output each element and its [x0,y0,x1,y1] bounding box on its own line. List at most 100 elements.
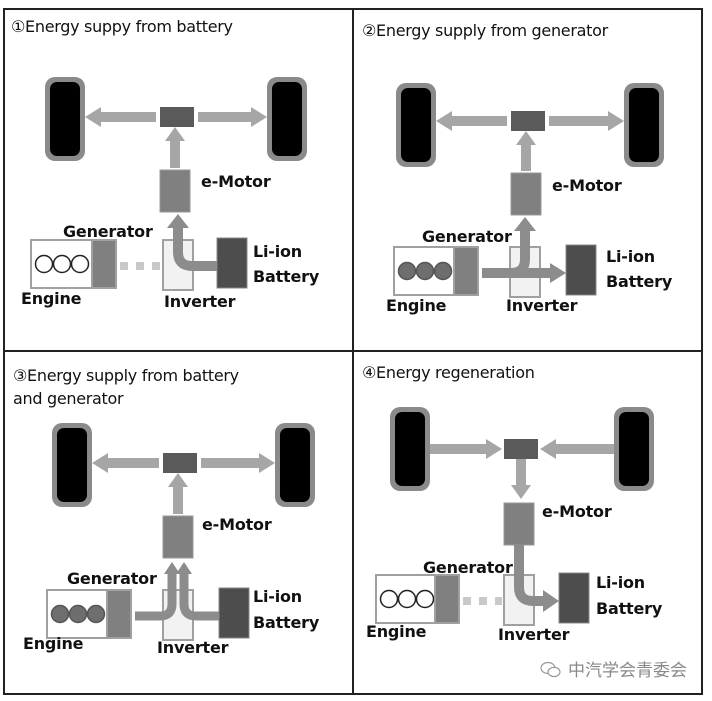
differential-box [163,453,197,473]
generator-box [106,589,132,639]
engine-cylinder-icon [415,261,435,281]
left-wheel [390,407,430,491]
panel-energy-regeneration: ④Energy regeneration e-Motor Generator L… [356,353,704,693]
wheel-tire [619,412,649,486]
powertrain-diagram [46,423,315,641]
powertrain-diagram [375,407,654,626]
emotor-box [503,502,535,546]
generator-flow-arrowhead [164,562,180,574]
engine-cylinder-icon [433,261,453,281]
differential-box [160,107,194,127]
battery-label-line1: Li-ion [606,247,655,266]
engine-cylinder-icon [86,604,106,624]
emotor-box [162,515,194,559]
battery-box [565,244,597,296]
engine-cylinder-icon [70,254,90,274]
emotor-box [159,169,191,213]
generator-label: Generator [422,227,512,246]
engine-cylinder-icon [34,254,54,274]
engine-label: Engine [21,289,82,308]
generator-label: Generator [67,569,157,588]
watermark-text: 中汽学会青委会 [568,661,687,681]
drive-arrow-left [436,111,507,131]
powertrain-diagram [30,77,307,291]
engine-label: Engine [386,296,447,315]
regen-arrow-to-emotor [511,459,531,499]
right-wheel [275,423,315,507]
differential-box [504,439,538,459]
battery-flow-path [179,574,219,621]
panel-title: ①Energy suppy from battery [11,17,233,36]
engine-label: Engine [23,634,84,653]
inverter-label: Inverter [506,296,578,315]
drive-arrow-right [198,107,267,127]
wheel-tire [57,428,87,502]
wheel-tire [280,428,310,502]
generator-flow-path [510,231,530,278]
inverter-label: Inverter [157,638,229,657]
drive-arrow-up [165,127,185,168]
panel-title: ③Energy supply from battery [13,366,239,385]
left-wheel [45,77,85,161]
battery-box [558,572,590,624]
battery-flow-arrowhead [176,562,192,574]
engine-cylinder-icon [379,589,399,609]
panel-title: ④Energy regeneration [362,363,535,382]
inverter-label: Inverter [164,292,236,311]
battery-label-line2: Battery [253,613,320,632]
wheel-tire [629,88,659,162]
panel-battery-and-generator-supply: ③Energy supply from battery and generato… [5,353,353,693]
powertrain-diagram [393,83,664,298]
emotor-box [510,172,542,216]
inverter-label: Inverter [498,625,570,644]
generator-flow-arrowhead [514,217,536,231]
engine-cylinder-icon [415,589,435,609]
left-wheel [396,83,436,167]
engine-cylinder-icon [50,604,70,624]
battery-box [218,587,250,639]
engine-cylinder-icon [397,589,417,609]
panel-divider-horizontal [3,350,703,352]
battery-label-line2: Battery [253,267,320,286]
wechat-icon [540,661,561,678]
panel-title-line2: and generator [13,389,124,408]
wheel-tire [50,82,80,156]
panel-generator-supply: ②Energy supply from generator e-Motor Ge… [356,10,704,350]
watermark: 中汽学会青委会 [540,656,687,681]
generator-box [453,246,479,296]
left-wheel [52,423,92,507]
regen-arrow-right-wheel [540,439,614,459]
generator-label: Generator [63,222,153,241]
emotor-label: e-Motor [542,502,612,521]
right-wheel [624,83,664,167]
emotor-label: e-Motor [201,172,271,191]
differential-box [511,111,545,131]
engine-label: Engine [366,622,427,641]
regen-flow-arrowhead [543,590,559,612]
drive-arrow-right [201,453,275,473]
drive-arrow-up [516,131,536,171]
generator-label: Generator [423,558,513,577]
drive-arrow-left [85,107,156,127]
generator-box [434,574,460,624]
wheel-tire [272,82,302,156]
panel-battery-supply: ①Energy suppy from battery e-Motor Gener… [5,10,353,350]
wheel-tire [395,412,425,486]
right-wheel [614,407,654,491]
engine-cylinder-icon [68,604,88,624]
battery-box [216,237,248,289]
drive-arrow-left [92,453,159,473]
battery-flow-path [173,228,217,271]
right-wheel [267,77,307,161]
battery-flow-arrowhead [167,214,189,228]
battery-label-line2: Battery [596,599,663,618]
battery-label-line1: Li-ion [596,573,645,592]
panel-title: ②Energy supply from generator [362,21,608,40]
battery-label-line2: Battery [606,272,673,291]
drive-arrow-right [549,111,624,131]
emotor-label: e-Motor [552,176,622,195]
regen-arrow-left-wheel [430,439,502,459]
engine-cylinder-icon [397,261,417,281]
wheel-tire [401,88,431,162]
emotor-label: e-Motor [202,515,272,534]
